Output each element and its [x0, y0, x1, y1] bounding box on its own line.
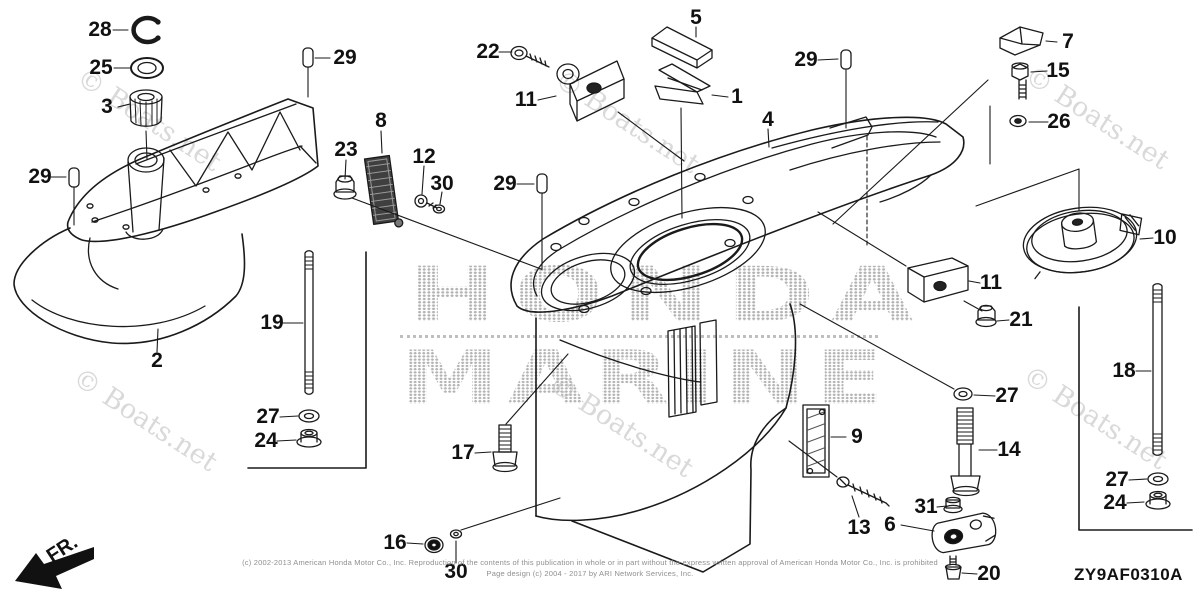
stud-18 — [1152, 283, 1163, 456]
callout-24-c[interactable]: 24 — [1103, 491, 1127, 514]
washer-27-mid — [953, 387, 973, 401]
leader-lines — [50, 26, 1193, 575]
dowel-pins-29 — [68, 47, 852, 194]
callout-10[interactable]: 10 — [1153, 226, 1177, 249]
callout-27-a[interactable]: 27 — [256, 405, 280, 428]
nut-23 — [333, 175, 357, 200]
washer-30-upper — [432, 204, 446, 214]
copyright-line-2: Page design (c) 2004 - 2017 by ARI Netwo… — [486, 569, 694, 578]
callout-11-a[interactable]: 11 — [514, 88, 538, 111]
bolt-22 — [510, 45, 550, 68]
screen-8 — [363, 154, 404, 228]
callout-27-c[interactable]: 27 — [1105, 468, 1129, 491]
callout-24-a[interactable]: 24 — [254, 429, 278, 452]
shim-1 — [654, 63, 711, 105]
callout-8[interactable]: 8 — [375, 109, 387, 132]
washer-26 — [1009, 114, 1027, 128]
stud-19 — [304, 250, 314, 395]
nut-24-left — [296, 428, 322, 448]
bolt-15 — [1011, 62, 1029, 100]
nut-24-right — [1145, 490, 1171, 510]
diagram-code: ZY9AF0310A — [1074, 565, 1183, 584]
shim-5 — [651, 26, 713, 69]
callout-23[interactable]: 23 — [334, 138, 358, 161]
callout-13[interactable]: 13 — [847, 516, 871, 539]
callout-27-b[interactable]: 27 — [995, 384, 1019, 407]
callout-2[interactable]: 2 — [151, 349, 163, 372]
watermark-marine: MARINE — [400, 335, 893, 422]
callout-1[interactable]: 1 — [731, 85, 743, 108]
extension-case-drawing — [13, 98, 319, 345]
callout-25[interactable]: 25 — [89, 56, 113, 79]
nut-31 — [943, 496, 963, 514]
callout-26[interactable]: 26 — [1047, 110, 1071, 133]
trim-tab-7 — [999, 26, 1044, 56]
callout-29-b[interactable]: 29 — [333, 46, 357, 69]
nut-21 — [975, 304, 997, 328]
block-11-right — [907, 257, 969, 303]
washer-25 — [130, 57, 164, 79]
halftone-divider — [400, 335, 878, 338]
callout-7[interactable]: 7 — [1062, 30, 1074, 53]
washer-30-lower — [449, 529, 463, 539]
grommet-16 — [424, 536, 444, 554]
clamp-11-upper — [556, 60, 625, 122]
plate-10 — [1022, 206, 1143, 280]
callout-30-b[interactable]: 30 — [444, 560, 468, 583]
callout-14[interactable]: 14 — [997, 438, 1021, 461]
copyright-line-1: (c) 2002-2013 American Honda Motor Co., … — [242, 558, 938, 567]
callout-4[interactable]: 4 — [762, 108, 774, 131]
callout-17[interactable]: 17 — [451, 441, 475, 464]
callout-21[interactable]: 21 — [1009, 308, 1033, 331]
washer-27-left — [298, 409, 320, 423]
bolt-17 — [492, 424, 518, 473]
front-direction-arrow: FR. — [15, 531, 94, 589]
washer-27-right — [1147, 472, 1169, 486]
gear-case-drawing — [510, 116, 965, 573]
callout-18[interactable]: 18 — [1112, 359, 1136, 382]
callout-29-d[interactable]: 29 — [794, 48, 818, 71]
callout-12[interactable]: 12 — [412, 145, 436, 168]
circlip-28 — [131, 15, 161, 45]
callout-22[interactable]: 22 — [476, 40, 500, 63]
callout-5[interactable]: 5 — [690, 6, 702, 29]
callout-29-c[interactable]: 29 — [493, 172, 517, 195]
bracket-6 — [931, 512, 997, 554]
callout-15[interactable]: 15 — [1046, 59, 1070, 82]
anode-9 — [802, 404, 830, 478]
bolt-14 — [950, 407, 981, 497]
callout-16[interactable]: 16 — [383, 531, 407, 554]
screw-12 — [414, 194, 438, 209]
bushing-3 — [129, 89, 163, 127]
callout-30-a[interactable]: 30 — [430, 172, 454, 195]
bolt-20 — [944, 555, 962, 580]
callout-3[interactable]: 3 — [101, 95, 113, 118]
callout-6[interactable]: 6 — [884, 513, 896, 536]
callout-20[interactable]: 20 — [977, 562, 1001, 585]
callout-31[interactable]: 31 — [914, 495, 938, 518]
callout-19[interactable]: 19 — [260, 311, 284, 334]
callout-28[interactable]: 28 — [88, 18, 112, 41]
callout-29-a[interactable]: 29 — [28, 165, 52, 188]
screw-13 — [836, 476, 890, 507]
callout-9[interactable]: 9 — [851, 425, 863, 448]
callout-11-b[interactable]: 11 — [979, 271, 1003, 294]
